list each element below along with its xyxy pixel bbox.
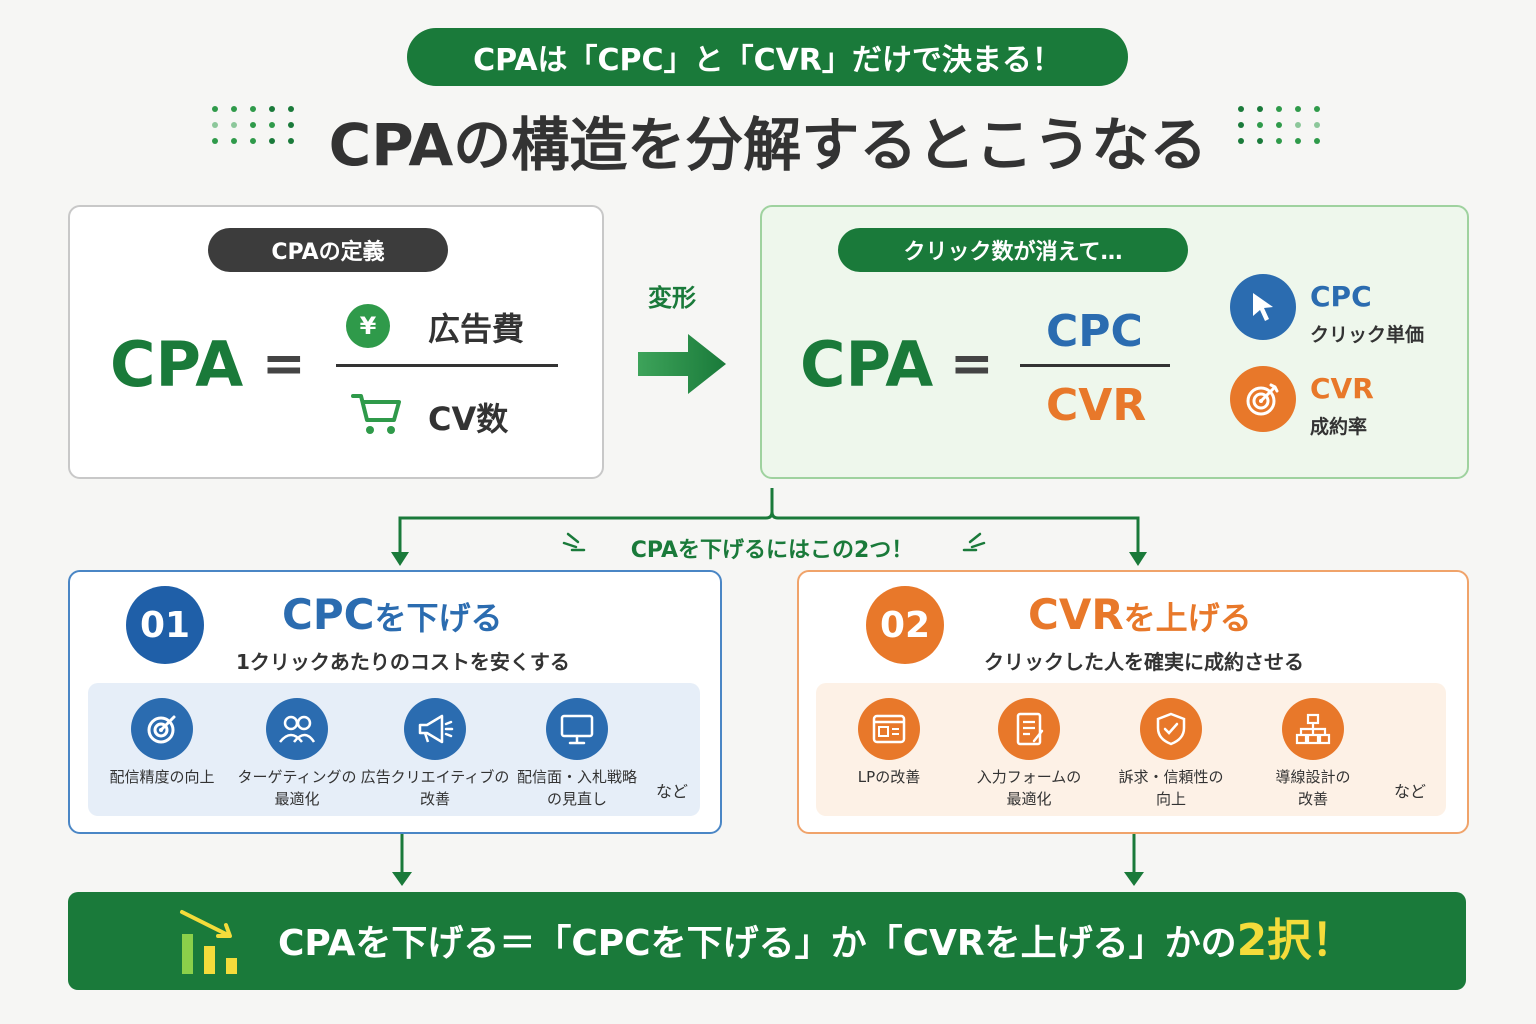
option2-etc: など (1394, 782, 1427, 801)
option1-subtitle: 1クリックあたりのコストを安くする (236, 650, 570, 674)
option2-title-rest: を上げる (1123, 599, 1252, 637)
definition-numerator: 広告費 (428, 310, 525, 348)
legend-cpc-code: CPC (1310, 280, 1372, 313)
result-denominator: CVR (1046, 380, 1147, 431)
legend-cvr-desc: 成約率 (1310, 416, 1368, 438)
page-title: CPAの構造を分解するとこうなる (328, 111, 1208, 179)
cursor-icon (1230, 274, 1296, 340)
transform-arrow-icon (638, 334, 726, 398)
definition-denominator: CV数 (428, 400, 509, 438)
yen-icon: ¥ (346, 304, 390, 348)
option2-items-panel (816, 683, 1446, 816)
header-pill: CPAは「CPC」と「CVR」だけで決まる！ (407, 28, 1128, 86)
legend-cpc-desc: クリック単価 (1310, 324, 1425, 346)
cart-icon (350, 390, 404, 442)
option1-title-main: CPC (282, 590, 375, 639)
option1-title: CPCを下げる (282, 590, 502, 639)
shield-icon (1140, 698, 1202, 760)
result-label: クリック数が消えて… (838, 228, 1188, 272)
transform-label: 変形 (648, 284, 696, 312)
option1-item-label: 広告クリエイティブの 改善 (360, 768, 510, 808)
option2-subtitle: クリックした人を確実に成約させる (984, 650, 1304, 674)
decreasing-chart-icon (178, 906, 248, 982)
option1-item-label: 配信面・入札戦略 の見直し (516, 768, 637, 808)
conclusion-highlight: 2択！ (1236, 915, 1356, 966)
form-icon (998, 698, 1060, 760)
definition-fraction-line (336, 364, 558, 367)
result-cpa: CPA (800, 328, 934, 401)
option1-title-rest: を下げる (374, 599, 503, 637)
option2-item-label: 導線設計の 改善 (1275, 768, 1351, 808)
decorative-dots-right (1238, 106, 1322, 144)
split-label: CPAを下げるにはこの2つ！ (598, 532, 946, 564)
option2-item-label: 入力フォームの 最適化 (976, 768, 1082, 808)
users-icon (266, 698, 328, 760)
definition-cpa: CPA (110, 328, 244, 401)
result-fraction-line (1020, 364, 1170, 367)
option1-number: 01 (126, 586, 204, 664)
legend-cvr-code: CVR (1310, 372, 1374, 405)
option2-title-main: CVR (1028, 590, 1124, 639)
megaphone-icon (404, 698, 466, 760)
landing-page-icon (858, 698, 920, 760)
conclusion-bar (68, 892, 1466, 990)
option2-item-label: 訴求・信頼性の 向上 (1118, 768, 1224, 808)
result-numerator: CPC (1046, 306, 1143, 357)
monitor-icon (546, 698, 608, 760)
result-equals: = (950, 334, 994, 394)
sitemap-icon (1282, 698, 1344, 760)
yen-symbol: ¥ (359, 312, 377, 340)
conclusion-prefix: CPAを下げる＝「CPCを下げる」か「CVRを上げる」かの (278, 923, 1237, 964)
conclusion-text: CPAを下げる＝「CPCを下げる」か「CVRを上げる」かの2択！ (278, 892, 1355, 990)
definition-label: CPAの定義 (208, 228, 448, 272)
option1-item-label: 配信精度の向上 (109, 768, 215, 786)
target-icon (1230, 366, 1296, 432)
option2-number: 02 (866, 586, 944, 664)
option1-item-label: ターゲティングの 最適化 (237, 768, 357, 808)
option1-etc: など (656, 782, 689, 801)
decorative-dots-left (212, 106, 296, 144)
option2-title: CVRを上げる (1028, 590, 1252, 639)
target-icon (131, 698, 193, 760)
option2-item-label: LPの改善 (857, 768, 921, 786)
definition-equals: = (262, 334, 306, 394)
